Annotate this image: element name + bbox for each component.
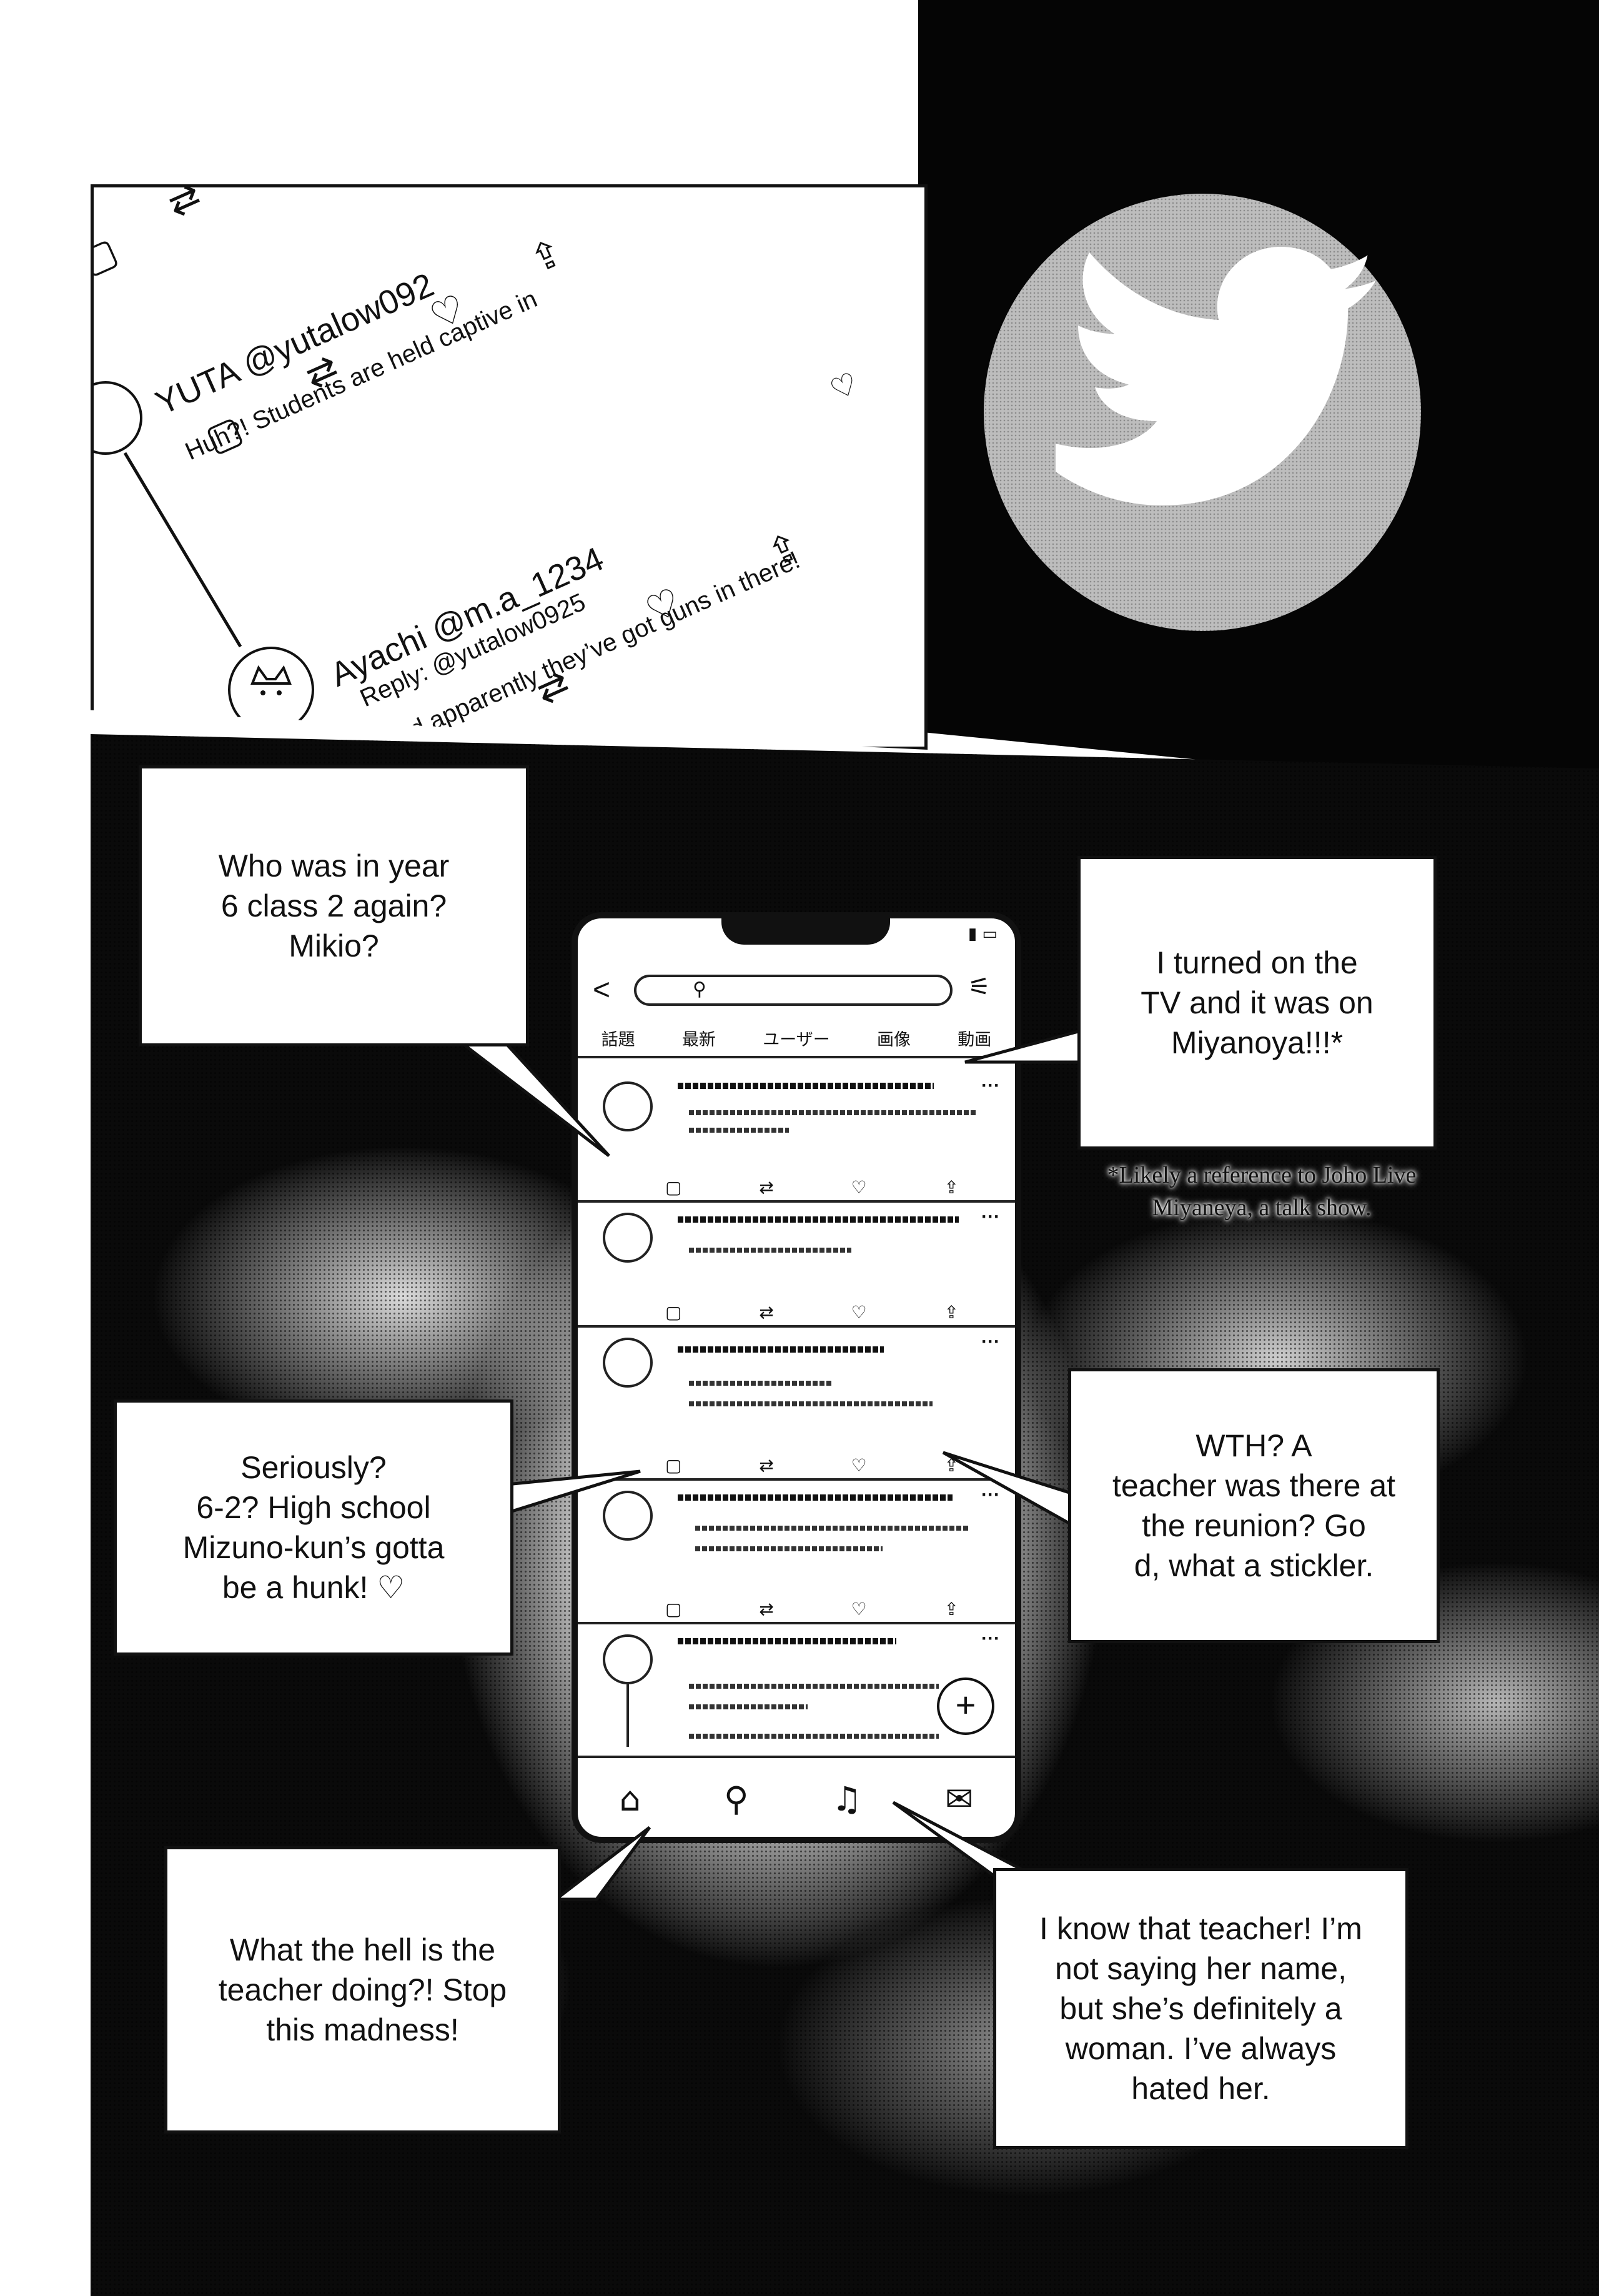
heart-icon[interactable]: ♡ — [851, 1455, 867, 1476]
speech-bubble-bottom-left: What the hell is the teacher doing?! Sto… — [164, 1846, 561, 2134]
tab-videos[interactable]: 動画 — [958, 1030, 992, 1049]
more-icon[interactable]: ··· — [981, 1628, 1000, 1649]
comment-icon[interactable]: ▢ — [665, 1177, 682, 1198]
post-name-line — [678, 1083, 934, 1089]
speech-bubble-bottom-right: I know that teacher! I’m not saying her … — [993, 1868, 1408, 2149]
search-row: < ⚲ ⚟ — [578, 972, 1015, 1015]
post-actions: ▢⇄ ♡⇪ — [665, 1455, 959, 1476]
post-actions: ▢ ⇄ ♡ ⇪ — [665, 1302, 959, 1323]
post-actions: ▢ ⇄ ♡ ⇪ — [665, 1177, 959, 1198]
tab-latest[interactable]: 最新 — [681, 1030, 716, 1049]
thread-line — [626, 1684, 629, 1747]
avatar — [603, 1634, 653, 1684]
status-bar: ▮ ▭ — [968, 925, 998, 943]
search-icon: ⚲ — [693, 978, 706, 1000]
share-icon[interactable]: ⇪ — [944, 1302, 959, 1323]
back-button[interactable]: < — [593, 973, 611, 1006]
more-icon[interactable]: ··· — [981, 1206, 1000, 1227]
tweet-closeup-panel: ⇄ ▢ YUTA @yutalow092 Huh?! Students are … — [91, 184, 928, 750]
more-icon[interactable]: ··· — [981, 1484, 1000, 1505]
post-name-line — [678, 1638, 896, 1644]
post-text-line — [689, 1381, 833, 1386]
list-item[interactable]: ··· ▢⇄ ♡⇪ — [578, 1328, 1015, 1481]
speech-bubble-top-left: Who was in year 6 class 2 again? Mikio? — [139, 765, 529, 1046]
share-icon[interactable]: ⇪ — [944, 1177, 959, 1198]
tab-images[interactable]: 画像 — [877, 1030, 911, 1049]
battery-icon: ▭ — [982, 925, 998, 943]
filter-icon[interactable]: ⚟ — [968, 973, 991, 1001]
compose-button[interactable]: + — [937, 1677, 994, 1735]
post-text-line — [695, 1546, 883, 1551]
signal-icon: ▮ — [968, 925, 978, 943]
speech-bubble-middle-left: Seriously? 6-2? High school Mizuno-kun’s… — [114, 1399, 513, 1656]
smartphone: ▮ ▭ < ⚲ ⚟ 話題 最新 ユーザー 画像 動画 ··· ▢ ⇄ ♡ ⇪ ···… — [572, 912, 1021, 1843]
comment-icon[interactable]: ▢ — [665, 1455, 682, 1476]
post-text-line — [689, 1110, 976, 1115]
post-text-line — [689, 1684, 939, 1689]
mail-icon[interactable]: ✉ — [945, 1779, 974, 1819]
comment-icon[interactable]: ▢ — [665, 1599, 682, 1619]
avatar — [603, 1491, 653, 1541]
speech-bubble-top-right: I turned on the TV and it was on Miyanoy… — [1077, 856, 1437, 1150]
list-item[interactable]: ··· ▢ ⇄ ♡ ⇪ — [578, 1481, 1015, 1624]
heart-icon[interactable]: ♡ — [851, 1302, 867, 1323]
retweet-icon[interactable]: ⇄ — [759, 1455, 774, 1476]
retweet-icon[interactable]: ⇄ — [759, 1599, 774, 1619]
post-name-line — [678, 1494, 953, 1501]
retweet-icon[interactable]: ⇄ — [759, 1177, 774, 1198]
heart-icon[interactable]: ♡ — [851, 1599, 867, 1619]
more-icon[interactable]: ··· — [981, 1331, 1000, 1352]
search-input[interactable]: ⚲ — [634, 975, 953, 1006]
bird-icon — [1056, 247, 1376, 505]
avatar — [603, 1081, 653, 1131]
post-text-line — [689, 1401, 933, 1406]
heart-icon[interactable]: ♡ — [851, 1177, 867, 1198]
translator-footnote: *Likely a reference to Joho Live Miyaney… — [1107, 1162, 1417, 1221]
post-name-line — [678, 1216, 959, 1223]
list-item[interactable]: ··· ▢ ⇄ ♡ ⇪ — [578, 1203, 1015, 1328]
avatar — [603, 1338, 653, 1388]
post-text-line — [695, 1526, 970, 1531]
phone-notch — [721, 918, 890, 945]
share-icon[interactable]: ⇪ — [944, 1599, 959, 1619]
search-icon[interactable]: ⚲ — [723, 1779, 749, 1819]
tab-users[interactable]: ユーザー — [763, 1030, 830, 1049]
more-icon[interactable]: ··· — [981, 1075, 1000, 1096]
thread-line — [123, 452, 242, 648]
post-text-line — [689, 1128, 789, 1133]
comment-icon[interactable]: ▢ — [665, 1302, 682, 1323]
speech-bubble-middle-right: WTH? A teacher was there at the reunion?… — [1068, 1368, 1440, 1643]
bottom-nav: ⌂ ⚲ ♫ ✉ — [578, 1756, 1015, 1837]
list-item[interactable]: ··· — [578, 1624, 1015, 1756]
tab-trending[interactable]: 話題 — [601, 1030, 635, 1049]
bird-logo-circle — [984, 194, 1421, 631]
avatar — [603, 1213, 653, 1263]
retweet-icon[interactable]: ⇄ — [759, 1302, 774, 1323]
home-icon[interactable]: ⌂ — [619, 1779, 641, 1819]
list-item[interactable]: ··· ▢ ⇄ ♡ ⇪ — [578, 1071, 1015, 1203]
post-text-line — [689, 1704, 808, 1709]
post-actions: ▢ ⇄ ♡ ⇪ — [665, 1599, 959, 1619]
post-text-line — [689, 1734, 939, 1739]
bell-icon[interactable]: ♫ — [831, 1779, 863, 1819]
post-text-line — [689, 1248, 851, 1253]
post-name-line — [678, 1346, 884, 1353]
tab-bar: 話題 最新 ユーザー 画像 動画 — [578, 1025, 1015, 1058]
